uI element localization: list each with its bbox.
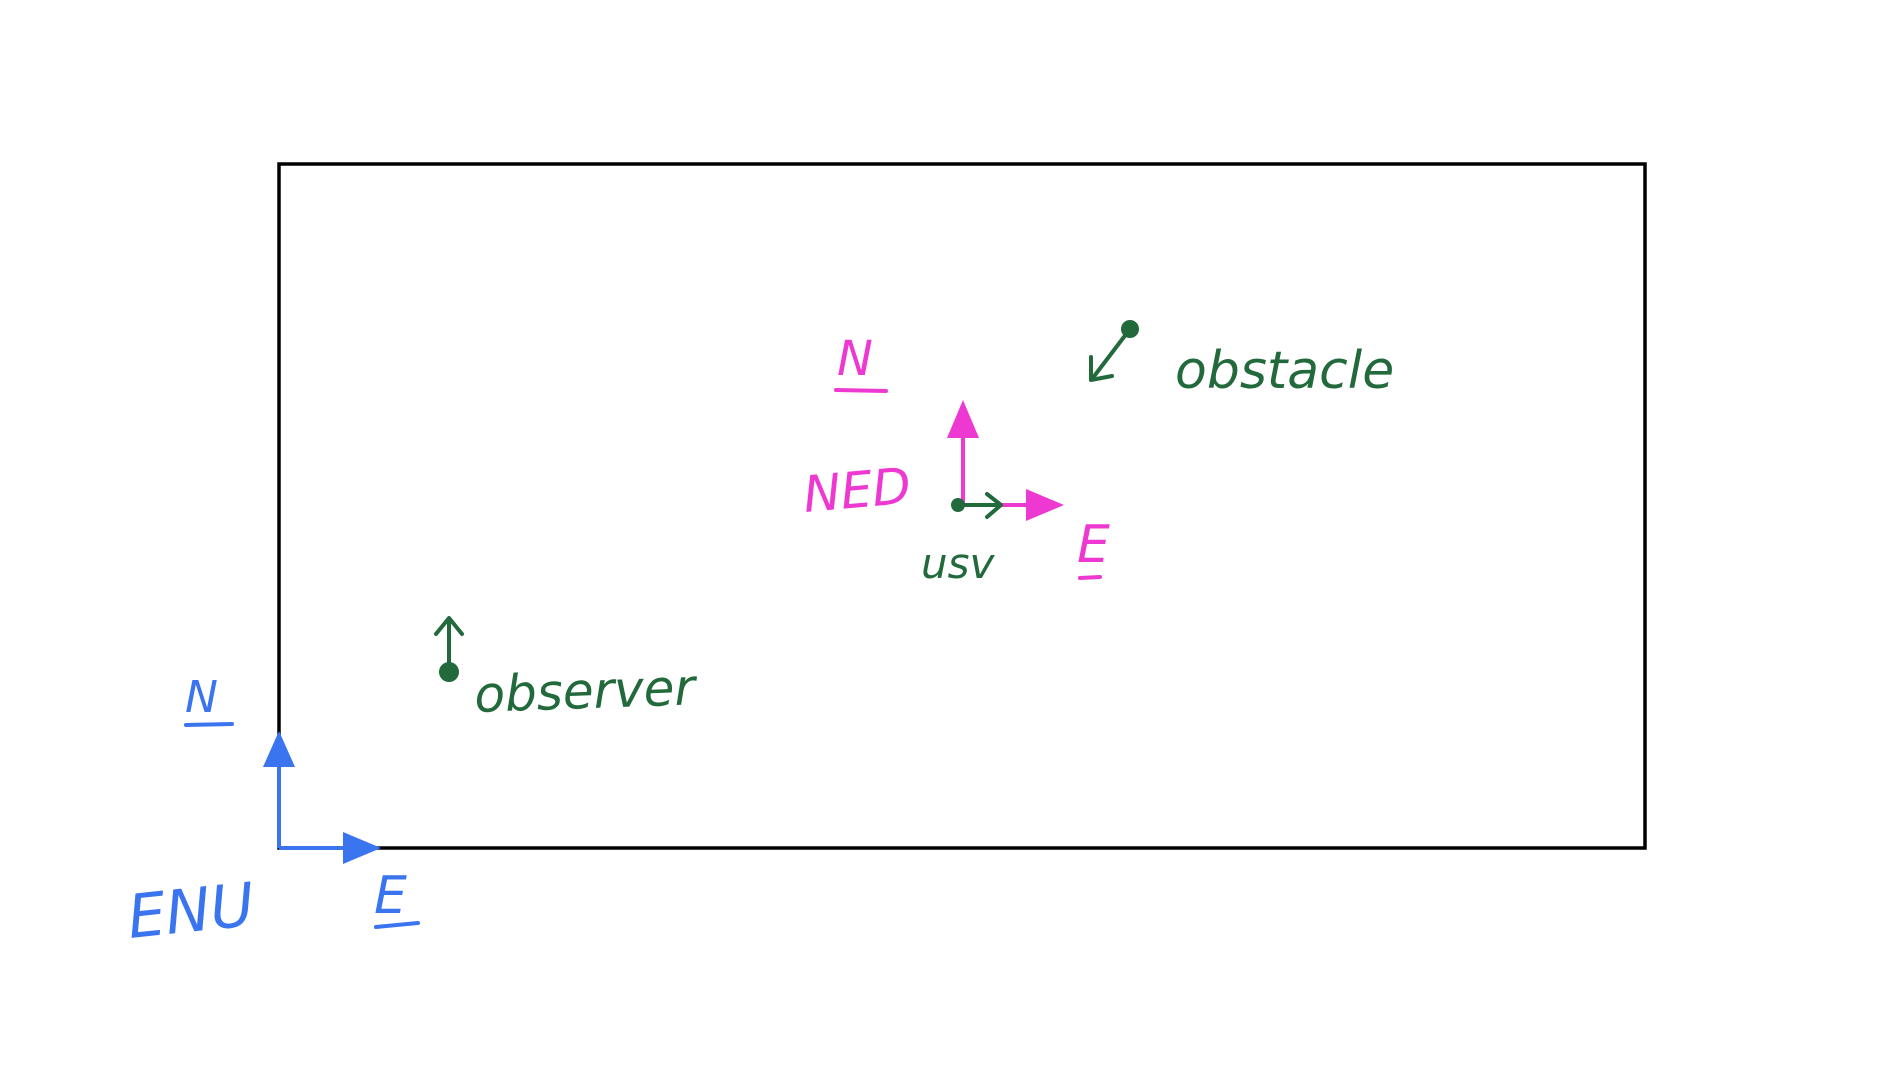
enu-north-underline — [184, 722, 234, 727]
enu-east-underline — [374, 921, 420, 929]
enu-frame-label: ENU — [124, 870, 257, 953]
obstacle-label: obstacle — [1175, 341, 1394, 401]
ned-frame: NED N E — [801, 331, 1110, 580]
ned-frame-label: NED — [801, 457, 913, 524]
enu-north-arrowhead — [263, 731, 295, 767]
arrow-right-icon — [956, 492, 1003, 519]
observer-label: observer — [473, 658, 699, 724]
arrow-up-icon — [434, 616, 464, 674]
world-boundary — [277, 162, 1647, 850]
obstacle: obstacle — [1089, 320, 1394, 401]
ned-east-label: E — [1077, 515, 1110, 575]
arrow-down-left-icon — [1089, 327, 1132, 382]
enu-east-arrowhead — [343, 832, 381, 864]
usv-label: usv — [921, 539, 996, 588]
enu-frame: ENU N E — [124, 672, 420, 953]
ned-north-label: N — [837, 331, 873, 387]
ned-east-arrowhead — [1026, 489, 1064, 521]
enu-east-label: E — [374, 866, 407, 926]
ned-north-arrowhead — [947, 400, 979, 438]
ned-east-underline — [1078, 575, 1102, 580]
usv: usv — [921, 492, 1003, 588]
ned-north-underline — [834, 388, 888, 393]
enu-north-label: N — [185, 672, 218, 723]
observer: observer — [434, 616, 699, 724]
